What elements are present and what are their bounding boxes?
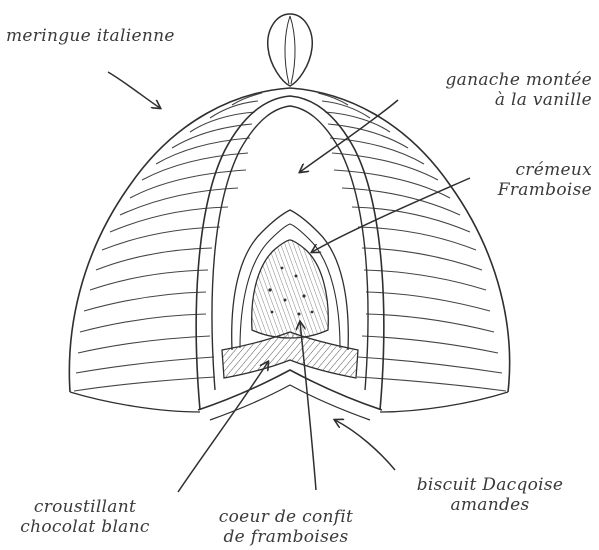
arrow-biscuit xyxy=(335,420,395,470)
label-meringue-italienne: meringue italienne xyxy=(6,26,175,46)
label-biscuit-dacqoise: biscuit Dacqoise amandes xyxy=(400,475,580,515)
label-croustillant-chocolat: croustillant chocolat blanc xyxy=(0,497,170,537)
base-rim-left xyxy=(70,392,200,412)
croustillant-layer xyxy=(222,332,358,378)
meringue-ridges-right xyxy=(318,93,506,391)
arrow-croustillant xyxy=(178,362,268,492)
label-coeur-confit: coeur de confit de framboises xyxy=(196,507,376,547)
meringue-topper xyxy=(268,14,313,86)
label-cremeux-framboise: crémeux Framboise xyxy=(440,160,592,200)
biscuit-base-lower xyxy=(210,385,370,420)
arrow-meringue xyxy=(108,72,160,108)
base-rim-right xyxy=(380,392,508,412)
confit-heart xyxy=(252,240,329,338)
label-ganache-montee: ganache montée à la vanille xyxy=(408,70,592,110)
meringue-ridges-left xyxy=(74,93,262,391)
